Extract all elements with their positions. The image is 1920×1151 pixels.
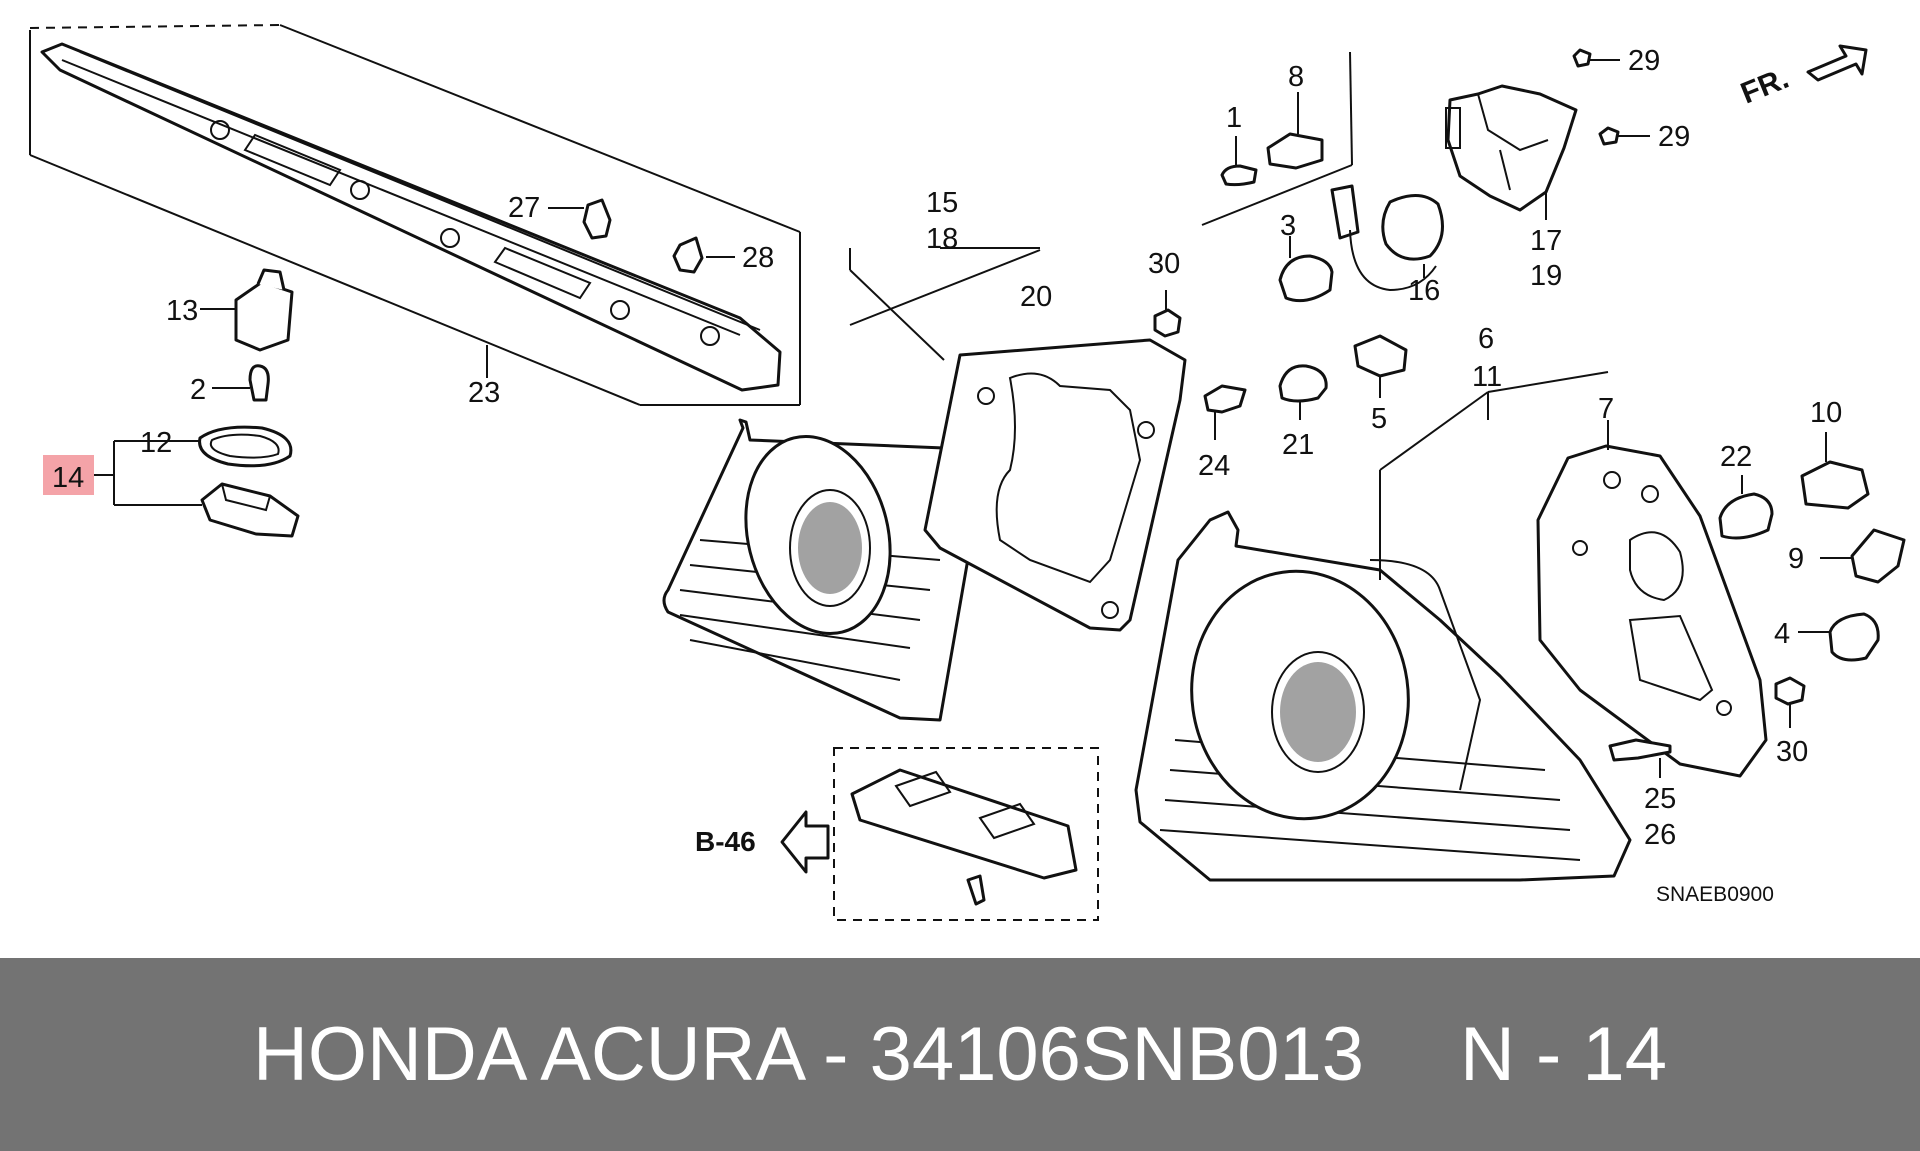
highlight-box (43, 455, 94, 495)
front-direction-label: FR. (1736, 62, 1793, 111)
socket-13 (200, 268, 294, 352)
callout-22: 22 (1720, 441, 1752, 473)
bracket-17 (1445, 84, 1578, 220)
bulb-4 (1798, 612, 1880, 662)
reference-box (780, 747, 1099, 921)
callout-10: 10 (1810, 397, 1842, 429)
callout-2: 2 (190, 374, 206, 406)
callout-20: 20 (1020, 281, 1052, 313)
callout-8: 8 (1288, 61, 1304, 93)
callout-21: 21 (1282, 429, 1314, 461)
parts-diagram: B-46 SNAEB0900 FR. 1 2 3 4 5 6 7 8 9 10 … (29, 24, 1906, 921)
callout-13: 13 (166, 295, 198, 327)
callout-24: 24 (1198, 450, 1230, 482)
callout-14: 14 (52, 462, 84, 494)
socket-5 (1353, 334, 1408, 398)
callout-12: 12 (140, 427, 172, 459)
bulb-3 (1278, 236, 1334, 303)
screw-29-top (1572, 48, 1620, 68)
callout-6: 6 (1478, 323, 1494, 355)
callout-4: 4 (1774, 618, 1790, 650)
callout-30-top: 30 (1148, 248, 1180, 280)
part-caption-bar: HONDA ACURA - 34106SNB013 N - 14 (0, 958, 1920, 1151)
callout-23: 23 (468, 377, 500, 409)
nut-30-right (1774, 676, 1806, 728)
gasket-7 (1536, 420, 1768, 778)
callout-30-right: 30 (1776, 736, 1808, 768)
callout-29-mid: 29 (1658, 121, 1690, 153)
part-position: N - 14 (1460, 1012, 1667, 1097)
callout-5: 5 (1371, 403, 1387, 435)
callout-29-top: 29 (1628, 45, 1660, 77)
callout-16: 16 (1408, 275, 1440, 307)
clip-24 (1203, 384, 1247, 440)
socket-10 (1800, 432, 1870, 510)
harness-16 (1330, 184, 1444, 292)
callout-27: 27 (508, 192, 540, 224)
bulb-22 (1718, 475, 1774, 540)
gasket-12 (172, 425, 293, 468)
bulb-2 (212, 364, 270, 402)
socket-9 (1820, 528, 1906, 584)
bulb-21 (1278, 364, 1328, 420)
callout-28: 28 (742, 242, 774, 274)
garnish-assembly (29, 24, 801, 406)
inner-lamp-assembly (662, 248, 1041, 722)
screw-25-26 (1608, 738, 1672, 778)
callout-26: 26 (1644, 819, 1676, 851)
clip-27 (548, 198, 612, 240)
callout-1: 1 (1226, 102, 1242, 134)
callout-11: 11 (1472, 361, 1502, 393)
outer-lamp-assembly (1134, 371, 1632, 882)
callout-9: 9 (1788, 543, 1804, 575)
front-direction-arrow (1806, 44, 1868, 82)
callout-17: 17 (1530, 225, 1562, 257)
bulb-1 (1220, 136, 1258, 187)
gasket-20 (923, 338, 1187, 632)
callout-25: 25 (1644, 783, 1676, 815)
callout-19: 19 (1530, 260, 1562, 292)
top-bracket (1201, 51, 1353, 226)
lamp-14 (43, 440, 300, 538)
diagram-code: SNAEB0900 (1656, 883, 1774, 906)
callout-3: 3 (1280, 210, 1296, 242)
callout-7: 7 (1598, 393, 1614, 425)
screw-29-mid (1598, 126, 1650, 146)
reference-label: B-46 (695, 826, 756, 857)
callout-18: 18 (926, 223, 958, 255)
part-title: HONDA ACURA - 34106SNB013 (253, 1012, 1364, 1097)
callout-15: 15 (926, 187, 958, 219)
nut-30-top (1153, 290, 1182, 338)
socket-8 (1266, 92, 1324, 170)
clip-28 (672, 236, 735, 274)
